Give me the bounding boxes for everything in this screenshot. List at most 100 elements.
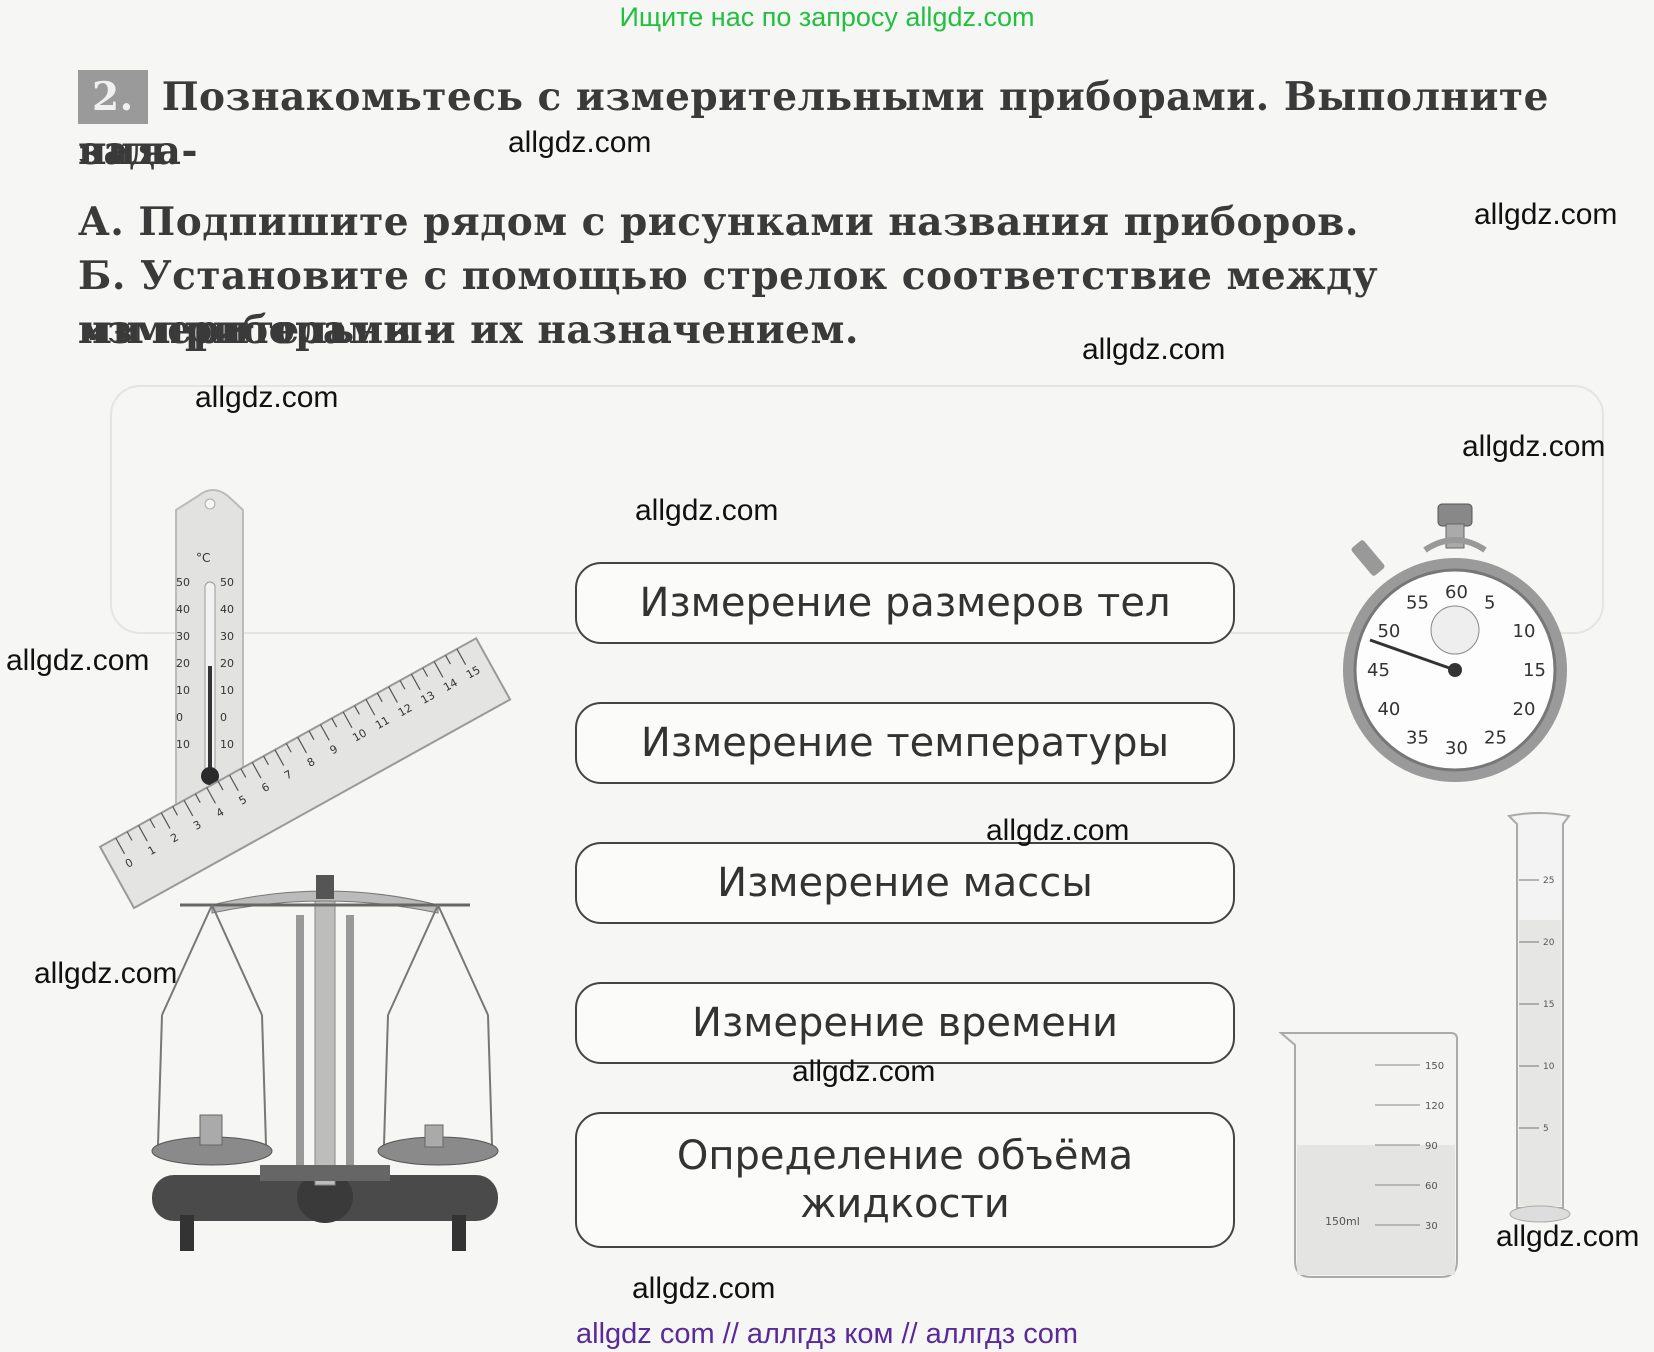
purpose-box-mass[interactable]: Измерение массы	[575, 842, 1235, 924]
stopwatch-dial-label: 50	[1377, 621, 1400, 642]
beaker-mark-label: 120	[1425, 1101, 1444, 1112]
stopwatch-dial-label: 40	[1377, 699, 1400, 720]
thermometer-scale-label: 0	[220, 711, 227, 724]
purpose-label: Измерение массы	[717, 860, 1093, 906]
ruler-tick	[115, 837, 126, 855]
measuring-cylinder-icon[interactable]: 25 20 15 10 5	[1505, 810, 1575, 1230]
thermometer-icon[interactable]: °C 50 50 40 40 30 30 20 20 10 10 0 0 10 10	[168, 486, 258, 806]
watermark: allgdz.com	[1462, 430, 1606, 463]
watermark: allgdz.com	[34, 957, 178, 990]
ruler-tick	[342, 711, 353, 729]
part-a-text: Подпишите рядом с рисунками названия при…	[138, 199, 1359, 245]
ruler-tick	[399, 680, 406, 690]
ruler-mark-label: 13	[419, 689, 438, 707]
thermometer-scale-label: 30	[176, 630, 190, 643]
cylinder-mark-label: 15	[1543, 1000, 1554, 1010]
ruler-tick	[388, 686, 398, 703]
ruler-mark-label: 14	[441, 676, 460, 694]
cylinder-mark-label: 25	[1543, 876, 1554, 886]
ruler-tick	[274, 749, 285, 766]
ruler-tick	[354, 705, 360, 715]
beaker-icon[interactable]: 150 120 90 60 30 150ml	[1275, 1025, 1475, 1285]
purpose-box-temperature[interactable]: Измерение температуры	[575, 702, 1235, 784]
ruler-mark-label: 11	[373, 714, 392, 732]
watermark: allgdz.com	[1496, 1220, 1640, 1253]
part-a-letter: А.	[78, 199, 125, 245]
cylinder-mark-label: 20	[1543, 938, 1555, 948]
beaker-mark-label: 30	[1425, 1221, 1438, 1232]
thermometer-scale-label: 10	[176, 738, 190, 751]
ruler-tick	[160, 812, 171, 829]
thermometer-unit: °C	[196, 551, 210, 565]
ruler-tick	[376, 692, 383, 703]
footer-links: allgdz com // аллгдз ком // аллгдз com	[576, 1318, 1078, 1350]
beaker-label: 150ml	[1325, 1215, 1360, 1228]
stopwatch-dial-label: 5	[1484, 592, 1495, 613]
watermark: allgdz.com	[632, 1272, 776, 1305]
watermark: allgdz.com	[195, 381, 339, 414]
ruler-tick	[126, 831, 133, 841]
thermometer-scale-label: 40	[220, 603, 234, 616]
site-banner: Ищите нас по запросу allgdz.com	[619, 2, 1035, 32]
purpose-label: Измерение температуры	[640, 720, 1170, 766]
stopwatch-dial-label: 25	[1484, 728, 1507, 749]
ruler-tick	[263, 755, 269, 766]
thermometer-scale-label: 50	[220, 576, 234, 589]
ruler-tick	[410, 673, 421, 691]
watermark: allgdz.com	[792, 1055, 936, 1088]
watermark: allgdz.com	[986, 814, 1130, 847]
watermark: allgdz.com	[635, 494, 779, 527]
part-b-letter: Б.	[78, 253, 126, 299]
thermometer-scale-label: 40	[176, 603, 190, 616]
beaker-mark-label: 60	[1425, 1181, 1438, 1192]
ruler-tick	[240, 768, 247, 778]
ruler-tick	[433, 661, 444, 678]
ruler-tick	[285, 743, 292, 753]
ruler-tick	[319, 724, 330, 741]
balance-scale-icon[interactable]	[140, 875, 510, 1265]
beaker-mark-label: 150	[1425, 1061, 1444, 1072]
task-heading: 2.Познакомьтесь с измерительными прибора…	[78, 70, 1638, 178]
watermark: allgdz.com	[1082, 333, 1226, 366]
purpose-label-line2: жидкости	[800, 1181, 1010, 1227]
watermark: allgdz.com	[508, 126, 652, 159]
cylinder-mark-label: 5	[1543, 1124, 1549, 1134]
watermark: allgdz.com	[6, 644, 150, 677]
thermometer-scale-label: 10	[220, 684, 234, 697]
ruler-tick	[228, 774, 239, 792]
stopwatch-dial-label: 45	[1367, 660, 1390, 681]
ruler-tick	[206, 787, 217, 804]
part-b-text-line1: Установите с помощью стрелок соответстви…	[78, 253, 1379, 353]
ruler-tick	[217, 781, 224, 791]
thermometer-scale-label: 20	[176, 657, 190, 670]
ruler-tick	[422, 667, 429, 677]
ruler-tick	[172, 806, 179, 816]
thermometer-scale-label: 0	[176, 711, 183, 724]
beaker-mark-label: 90	[1425, 1141, 1438, 1152]
purpose-box-volume[interactable]: Определение объёма жидкости	[575, 1112, 1235, 1248]
purpose-box-time[interactable]: Измерение времени	[575, 982, 1235, 1064]
cylinder-mark-label: 10	[1543, 1062, 1555, 1072]
watermark: allgdz.com	[1474, 198, 1618, 231]
ruler-tick	[365, 699, 376, 716]
ruler-tick	[183, 799, 194, 817]
purpose-box-size[interactable]: Измерение размеров тел	[575, 562, 1235, 644]
stopwatch-dial-label: 10	[1513, 621, 1536, 642]
purpose-label: Измерение размеров тел	[639, 580, 1171, 626]
thermometer-scale-label: 10	[220, 738, 234, 751]
ruler-tick	[251, 762, 262, 779]
task-title-line1: Познакомьтесь с измерительными приборами…	[78, 74, 1549, 174]
thermometer-scale-label: 20	[220, 657, 234, 670]
thermometer-scale-label: 10	[176, 684, 190, 697]
purpose-label: Измерение времени	[692, 1000, 1118, 1046]
stopwatch-dial-label: 20	[1513, 699, 1536, 720]
ruler-tick	[194, 793, 201, 803]
thermometer-scale-label: 30	[220, 630, 234, 643]
task-title-line2: ния.	[78, 128, 180, 174]
thermometer-scale-label: 50	[176, 576, 190, 589]
ruler-tick	[308, 730, 315, 740]
stopwatch-dial-label: 60	[1445, 582, 1468, 603]
task-part-a: А. Подпишите рядом с рисунками названия …	[78, 195, 1638, 249]
